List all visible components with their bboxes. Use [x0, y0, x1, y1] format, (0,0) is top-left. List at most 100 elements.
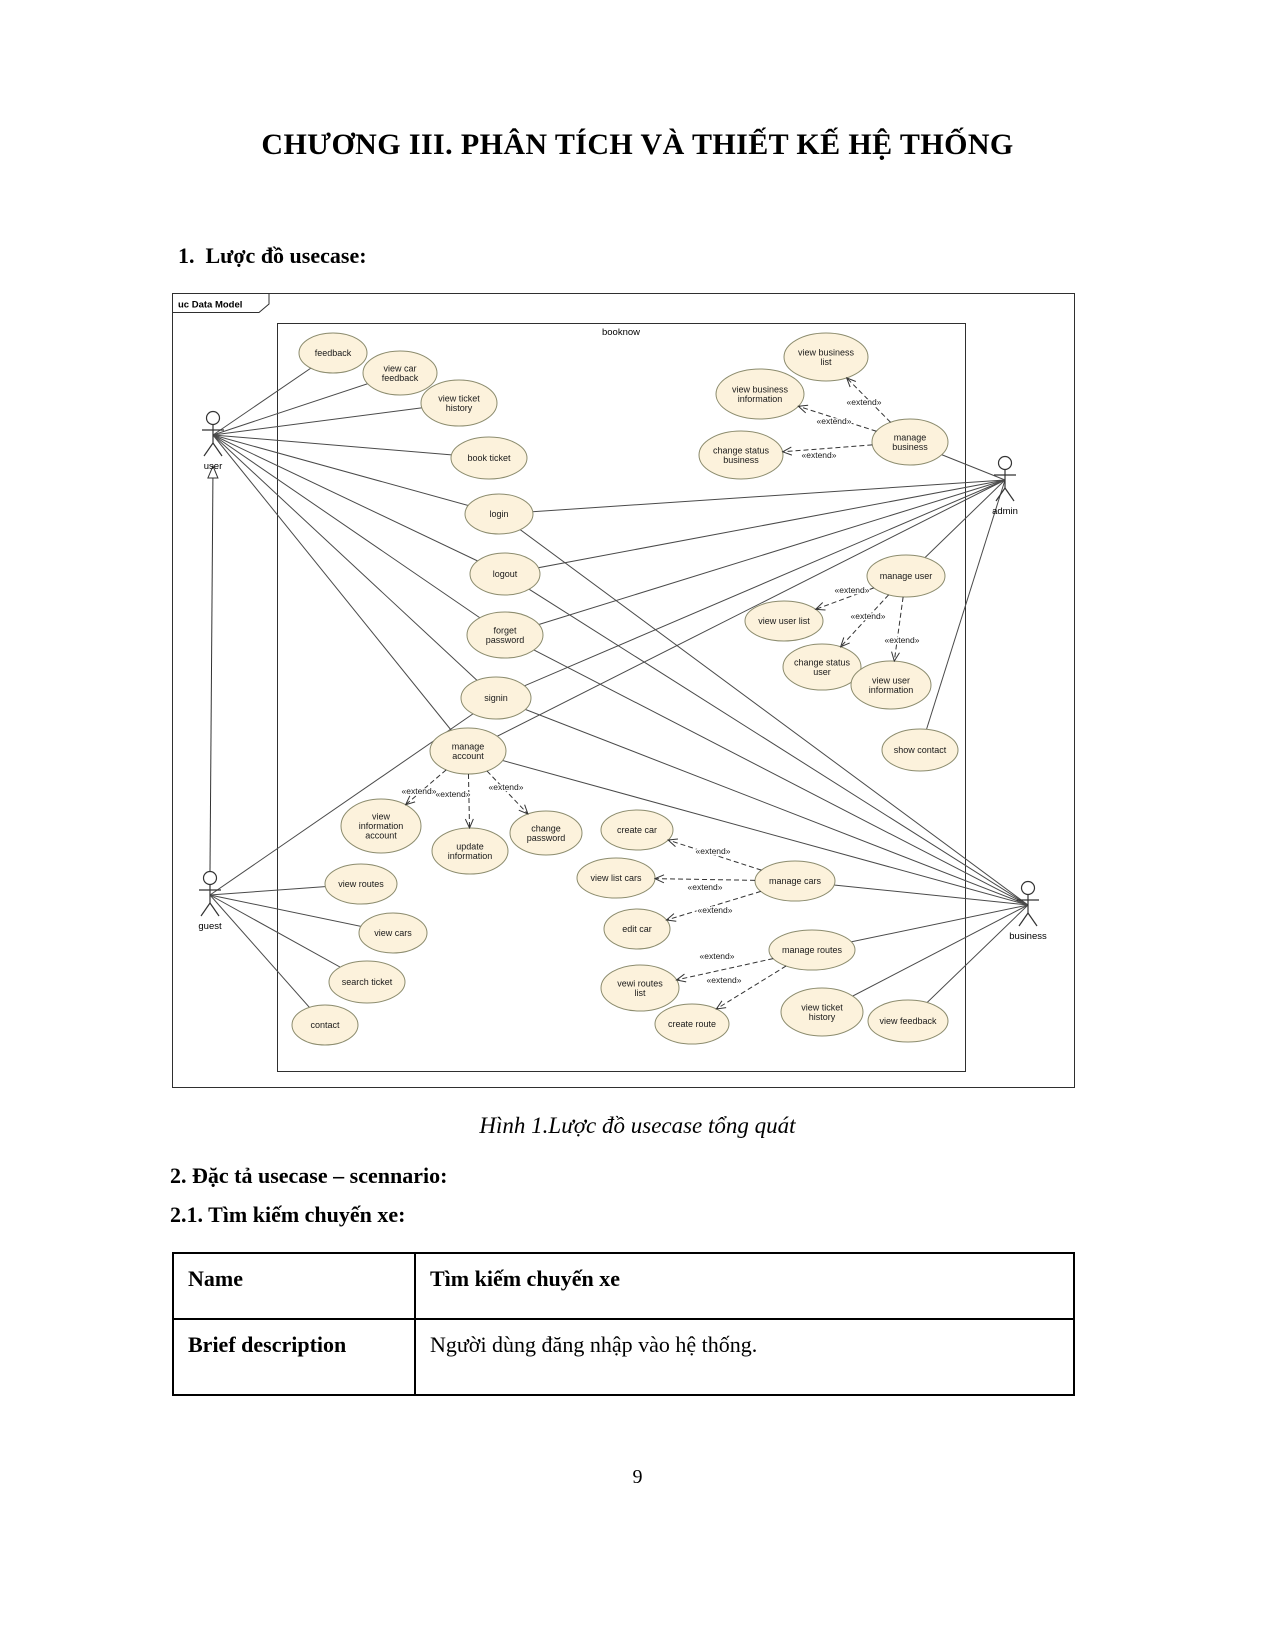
svg-text:admin: admin: [992, 506, 1018, 517]
usecase-login: login: [464, 493, 534, 535]
association-edge: [212, 434, 506, 575]
svg-text:view feedback: view feedback: [879, 1016, 937, 1026]
extend-edge: [783, 444, 873, 452]
usecase-view-user-list: view user list: [744, 600, 824, 642]
extend-label: «extend»: [851, 611, 886, 621]
association-edge: [919, 479, 1006, 751]
association-edge: [209, 894, 326, 1026]
frame-border: [172, 293, 1075, 1088]
actor-business: business: [1009, 880, 1047, 942]
usecase-search-ticket: search ticket: [328, 960, 406, 1004]
svg-text:search ticket: search ticket: [342, 977, 393, 987]
actor-guest: guest: [198, 870, 222, 932]
extend-edge: [894, 596, 904, 661]
extend-edge: [716, 965, 787, 1009]
extend-label: «extend»: [817, 416, 852, 426]
association-edge: [907, 904, 1029, 1022]
extend-label: «extend»: [436, 789, 471, 799]
name-header-cell: Name: [172, 1252, 416, 1320]
svg-text:manage routes: manage routes: [782, 945, 843, 955]
association-edge: [504, 573, 1029, 906]
extend-edge: [841, 594, 890, 647]
figure-caption: Hình 1.Lược đồ usecase tổng quát: [479, 1113, 796, 1138]
extend-label: «extend»: [696, 846, 731, 856]
association-edge: [504, 479, 1006, 636]
svg-text:view list cars: view list cars: [590, 873, 642, 883]
association-edge: [504, 479, 1006, 575]
extend-edge: [655, 879, 756, 881]
svg-text:edit car: edit car: [622, 924, 652, 934]
extend-label: «extend»: [802, 450, 837, 460]
usecase-signin: signin: [460, 676, 532, 720]
association-edge: [467, 750, 1029, 906]
usecase-spec-table: Name Tìm kiếm chuyến xe Brief descriptio…: [172, 1252, 1075, 1396]
usecase-contact: contact: [291, 1004, 359, 1046]
association-edge: [212, 434, 497, 699]
usecase-manage-user: manage user: [866, 554, 946, 598]
page-number: 9: [632, 1466, 643, 1488]
association-edge: [495, 697, 1029, 906]
table-row-brief-description: Brief description Người dùng đăng nhập v…: [172, 1318, 1075, 1396]
extend-label: «extend»: [698, 905, 733, 915]
svg-text:book ticket: book ticket: [467, 453, 511, 463]
system-boundary: [277, 323, 966, 1072]
association-edge: [212, 434, 500, 515]
association-edge: [498, 479, 1006, 515]
association-edge: [498, 513, 1029, 906]
svg-text:contact: contact: [310, 1020, 340, 1030]
extend-edge: [677, 958, 774, 980]
svg-text:business: business: [1009, 931, 1047, 942]
extend-label: «extend»: [707, 975, 742, 985]
svg-text:feedback: feedback: [315, 348, 352, 358]
usecase-book-ticket: book ticket: [450, 436, 528, 480]
association-edge: [495, 479, 1006, 699]
frame-tab-label: uc Data Model: [178, 300, 242, 311]
extend-edge: [486, 770, 528, 814]
svg-text:create car: create car: [617, 825, 657, 835]
usecase-view-list-cars: view list cars: [576, 857, 656, 899]
svg-text:login: login: [489, 509, 508, 519]
extend-label: «extend»: [885, 635, 920, 645]
usecase-show-contact: show contact: [881, 728, 959, 772]
svg-text:show contact: show contact: [894, 745, 947, 755]
svg-text:manage cars: manage cars: [769, 876, 822, 886]
svg-text:signin: signin: [484, 693, 508, 703]
extend-edge: [667, 890, 761, 920]
usecase-view-feedback: view feedback: [867, 999, 949, 1043]
usecase-manage-cars: manage cars: [754, 860, 836, 902]
usecase-logout: logout: [469, 552, 541, 596]
usecase-edit-car: edit car: [603, 908, 671, 950]
usecase-create-route: create route: [654, 1003, 730, 1045]
svg-text:user: user: [204, 461, 222, 472]
brief-description-header-cell: Brief description: [172, 1318, 416, 1396]
extend-edge: [406, 769, 447, 805]
system-boundary-label: booknow: [602, 327, 640, 338]
association-edge: [212, 434, 506, 636]
frame-tab: [172, 293, 270, 313]
association-edge: [212, 434, 490, 459]
association-edge: [821, 904, 1029, 1013]
